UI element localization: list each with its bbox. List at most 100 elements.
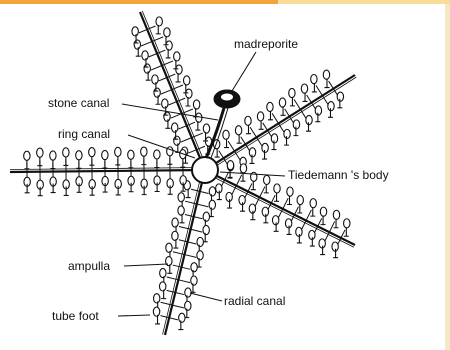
ampulla-shape: [142, 51, 148, 60]
ampulla-shape: [287, 187, 293, 196]
ampulla-shape: [156, 17, 162, 26]
tube-foot-shape: [24, 160, 29, 169]
ampulla-shape: [115, 147, 121, 156]
ampulla-shape: [174, 136, 180, 145]
tube-foot-shape: [76, 159, 81, 168]
ampulla-shape: [132, 27, 138, 36]
tube-foot-shape: [237, 134, 242, 143]
ampulla-shape: [289, 88, 295, 97]
ampulla-shape: [185, 301, 191, 310]
ampulla-shape: [245, 116, 251, 125]
tube-foot-shape: [259, 120, 264, 129]
ampulla-shape: [193, 100, 199, 109]
ampulla-shape: [162, 99, 168, 108]
ampulla-shape: [301, 84, 307, 93]
label-tube-foot: tube foot: [52, 309, 99, 323]
tube-foot-shape: [141, 156, 146, 165]
ampulla-shape: [310, 199, 316, 208]
ampulla-shape: [191, 276, 197, 285]
ampulla-shape: [186, 89, 192, 98]
ampulla-shape: [267, 102, 273, 111]
ampulla-shape: [164, 112, 170, 121]
ampulla-shape: [166, 41, 172, 50]
ampulla-shape: [279, 98, 285, 107]
ampulla-shape: [172, 231, 178, 240]
ampulla-shape: [159, 282, 165, 291]
tube-foot-shape: [268, 111, 273, 120]
ampulla-shape: [333, 210, 339, 219]
ampulla-shape: [89, 148, 95, 157]
tube-foot-shape: [50, 160, 55, 169]
label-stone-canal: stone canal: [48, 96, 109, 110]
tube-foot-shape: [115, 156, 120, 165]
ampulla-shape: [178, 193, 184, 202]
ampulla-shape: [152, 75, 158, 84]
tube-foot-shape: [167, 155, 172, 164]
ampulla-shape: [134, 40, 140, 49]
ampulla-shape: [76, 151, 82, 160]
ampulla-shape: [128, 150, 134, 159]
ampulla-shape: [154, 294, 160, 303]
ampulla-shape: [153, 307, 159, 316]
ampulla-shape: [185, 288, 191, 297]
ampulla-shape: [235, 126, 241, 135]
ampulla-shape: [50, 151, 56, 160]
tube-foot-shape: [102, 159, 107, 168]
ampulla-shape: [320, 207, 326, 216]
ampulla-shape: [197, 237, 203, 246]
tube-foot-shape: [281, 106, 286, 115]
ampulla-shape: [240, 164, 246, 173]
tube-foot-shape: [215, 148, 220, 157]
ampulla-shape: [344, 219, 350, 228]
tube-foot-shape: [290, 97, 295, 106]
label-ring-canal: ring canal: [58, 127, 110, 141]
ampulla-shape: [191, 263, 197, 272]
ampulla-shape: [172, 218, 178, 227]
ampulla-shape: [323, 70, 329, 79]
tube-foot-shape: [246, 125, 251, 134]
ampulla-shape: [209, 187, 215, 196]
ampulla-shape: [141, 147, 147, 156]
ampulla-shape: [164, 28, 170, 37]
ampulla-shape: [274, 184, 280, 193]
ampulla-shape: [257, 112, 263, 121]
ampulla-shape: [154, 88, 160, 97]
label-tiedemann: Tiedemann 's body: [288, 168, 389, 182]
tube-foot-shape: [312, 83, 317, 92]
ring-canal-shape: [192, 157, 218, 183]
ampulla-shape: [24, 151, 30, 160]
ampulla-shape: [144, 64, 150, 73]
label-radial-canal: radial canal: [224, 294, 285, 308]
tube-foot-shape: [224, 139, 229, 148]
ampulla-shape: [297, 195, 303, 204]
ampulla-shape: [63, 148, 69, 157]
tube-foot-shape: [37, 157, 42, 166]
radial-canal-line: [215, 75, 355, 164]
ampulla-shape: [209, 200, 215, 209]
label-madreporite: madreporite: [234, 37, 298, 51]
ampulla-shape: [172, 123, 178, 132]
ampulla-shape: [183, 76, 189, 85]
ampulla-shape: [178, 206, 184, 215]
radial-canal-line: [10, 170, 193, 172]
ampulla-shape: [203, 225, 209, 234]
ampulla-shape: [160, 268, 166, 277]
tube-foot-shape: [154, 158, 159, 167]
ampulla-shape: [176, 65, 182, 74]
label-ampulla: ampulla: [68, 259, 110, 273]
ampulla-shape: [37, 148, 43, 157]
ampulla-shape: [203, 212, 209, 221]
ampulla-shape: [166, 243, 172, 252]
ampulla-shape: [102, 150, 108, 159]
tube-foot-shape: [303, 92, 308, 101]
tube-foot-shape: [324, 79, 329, 88]
ampulla-shape: [223, 130, 229, 139]
ampulla-shape: [197, 251, 203, 260]
ampulla-shape: [174, 52, 180, 61]
ampulla-shape: [227, 161, 233, 170]
tube-foot-shape: [89, 156, 94, 165]
tube-foot-shape: [63, 156, 68, 165]
ampulla-shape: [311, 75, 317, 84]
ampulla-shape: [154, 150, 160, 159]
